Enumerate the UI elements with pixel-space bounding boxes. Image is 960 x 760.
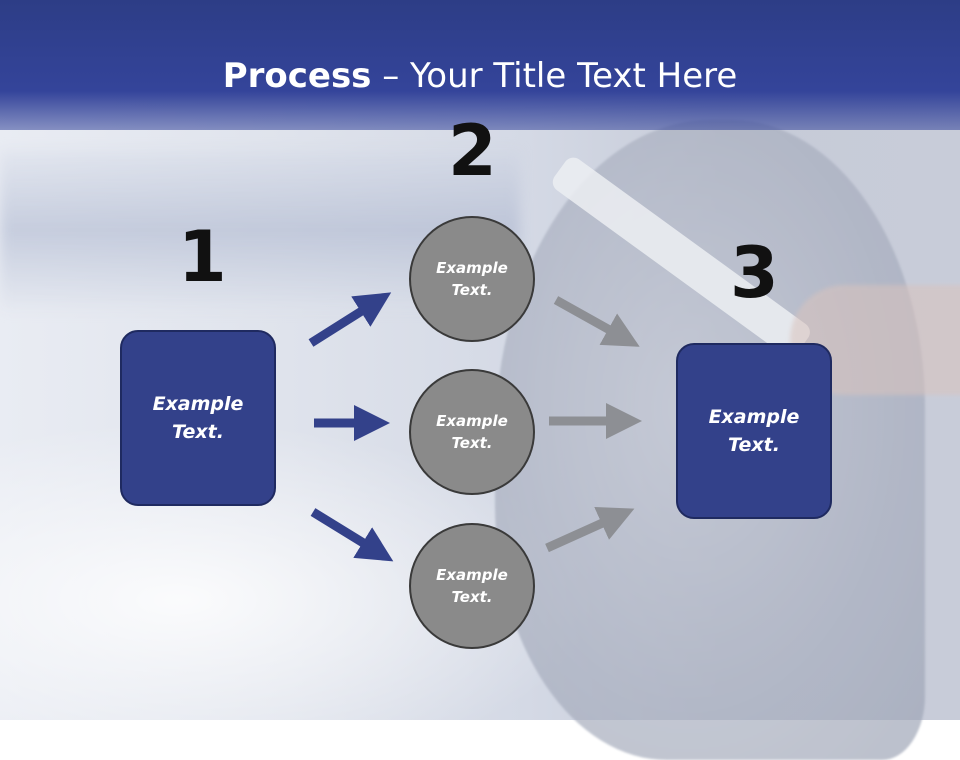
slide-title: Process – Your Title Text Here (0, 56, 960, 96)
step1-box-label: Example Text. (152, 392, 244, 444)
circle-middle-label: Example Text. (436, 411, 508, 453)
step-number-2: 2 (448, 110, 497, 192)
title-rest: – Your Title Text Here (371, 56, 738, 96)
step-number-1: 1 (178, 216, 227, 298)
step2-circle-top: Example Text. (409, 216, 535, 342)
title-bold: Process (222, 56, 372, 96)
arrow-to-bottom-circle (310, 508, 394, 562)
arrow-to-top-circle (308, 292, 392, 347)
step2-circle-bottom: Example Text. (409, 523, 535, 649)
step2-circle-middle: Example Text. (409, 369, 535, 495)
step-number-3: 3 (730, 232, 779, 314)
arrow-from-top-circle (553, 296, 640, 347)
circle-bottom-label: Example Text. (436, 565, 508, 607)
step1-box: Example Text. (120, 330, 276, 506)
step3-box: Example Text. (676, 343, 832, 519)
arrows-layer (308, 292, 642, 562)
title-bar (0, 0, 960, 130)
step3-box-label: Example Text. (708, 405, 800, 457)
circle-top-label: Example Text. (436, 258, 508, 300)
arrow-from-bottom-circle (545, 506, 635, 553)
